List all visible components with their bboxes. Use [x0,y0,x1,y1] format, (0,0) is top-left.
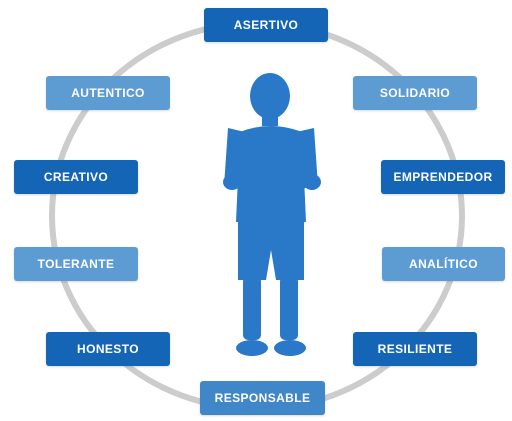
label-asertivo: ASERTIVO [204,8,328,42]
label-creativo: CREATIVO [14,160,138,194]
label-honesto: HONESTO [46,332,170,366]
label-tolerante: TOLERANTE [14,247,138,281]
label-analitico: ANALÍTICO [382,247,505,281]
label-autentico: AUTENTICO [46,76,170,110]
label-resiliente: RESILIENTE [353,332,477,366]
label-solidario: SOLIDARIO [353,76,477,110]
label-responsable: RESPONSABLE [200,381,325,415]
label-emprendedor: EMPRENDEDOR [381,160,505,194]
child-reading-icon [223,73,321,356]
